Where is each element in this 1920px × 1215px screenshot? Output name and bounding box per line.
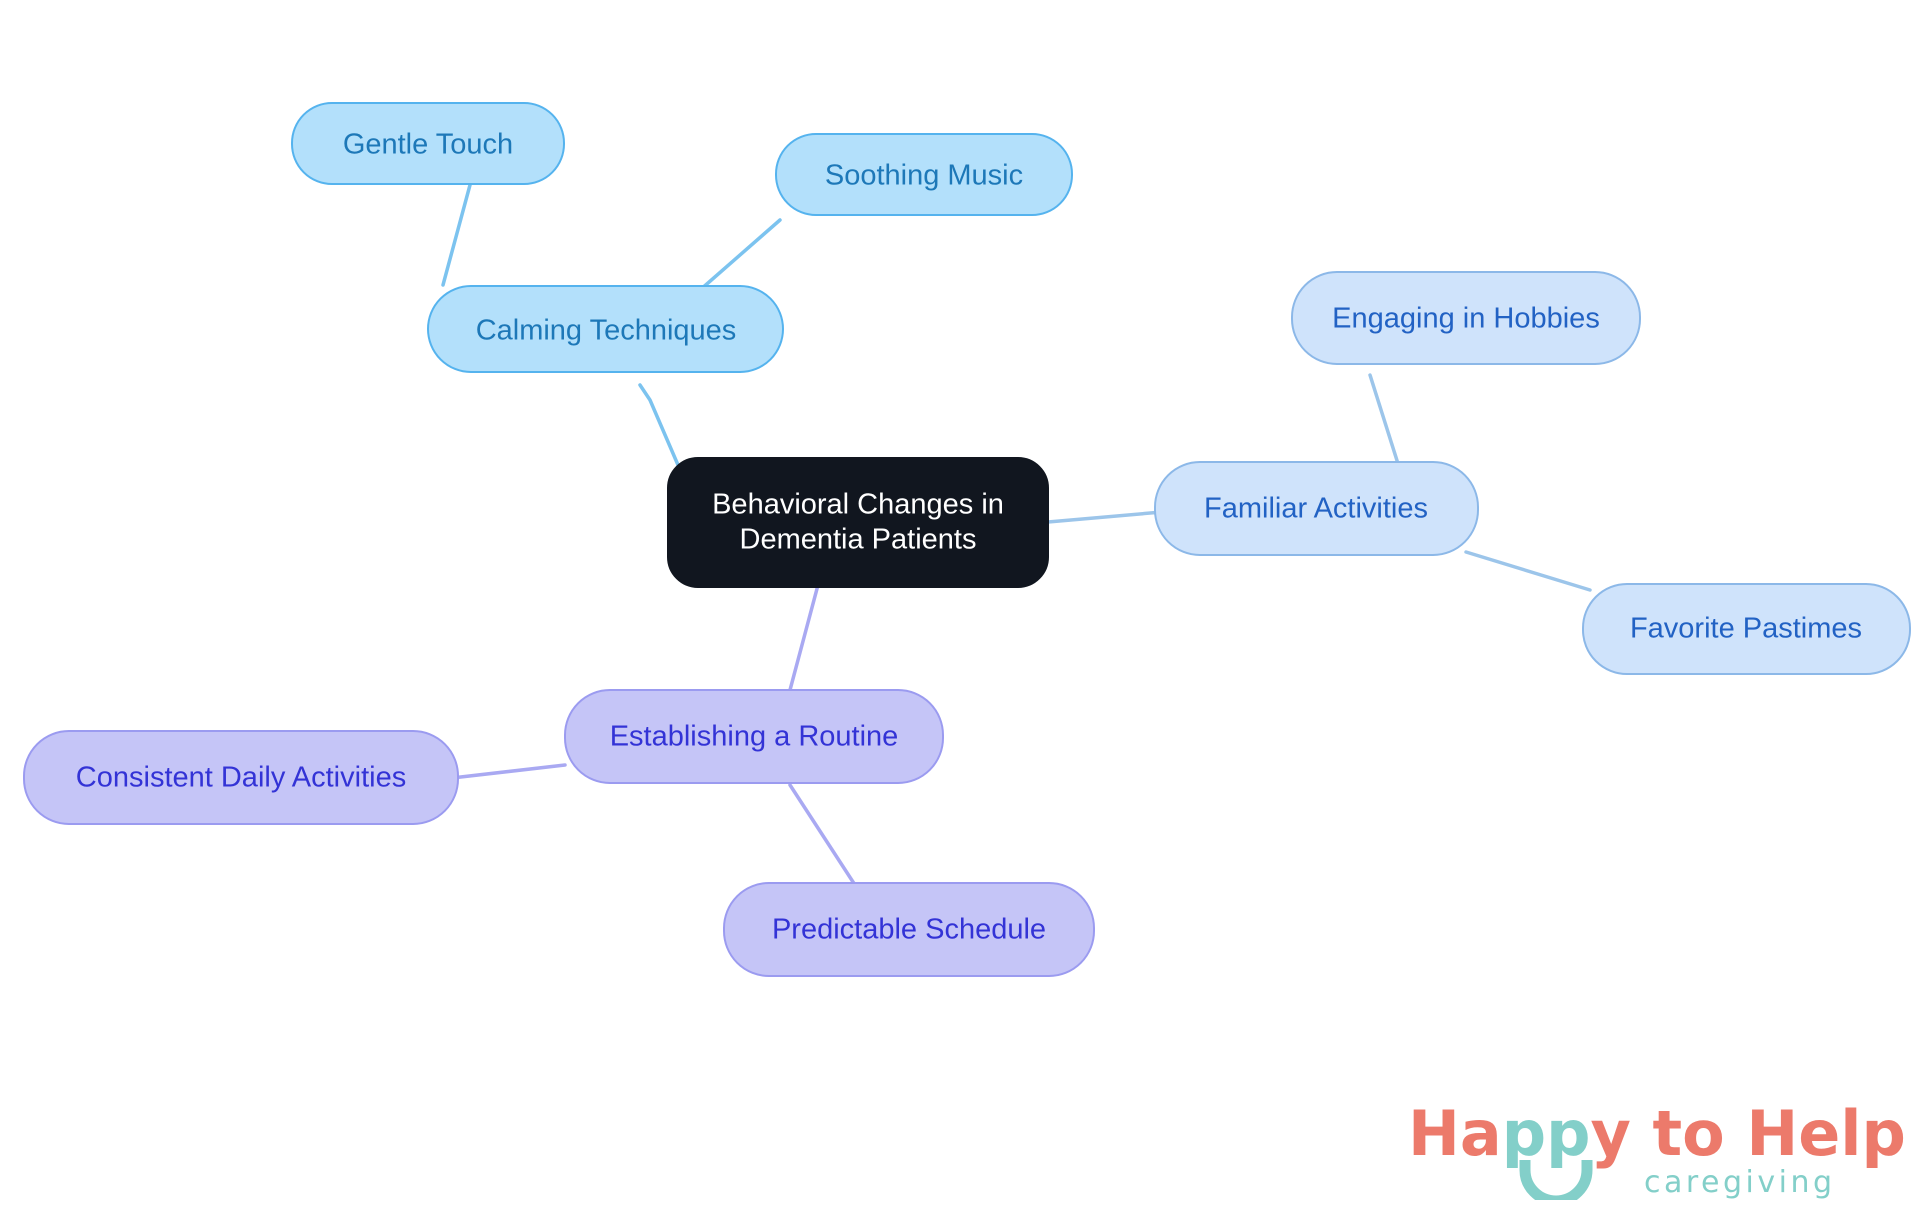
- node-favorite-pastimes-shape[interactable]: [1582, 583, 1911, 675]
- node-consistent-daily-activities[interactable]: Consistent Daily Activities: [23, 730, 459, 825]
- node-gentle-touch[interactable]: Gentle Touch: [291, 102, 565, 185]
- edge-root-to-calming: [638, 383, 680, 467]
- node-calming-techniques-label: Calming Techniques: [476, 315, 737, 347]
- logo-text-y: y: [1590, 1097, 1653, 1170]
- logo-tagline: caregiving: [1644, 1165, 1836, 1200]
- edge-routine-to-consistent-daily: [450, 763, 567, 780]
- node-predictable-schedule-label: Predictable Schedule: [772, 914, 1046, 946]
- logo-text-pp: pp: [1501, 1097, 1591, 1170]
- node-engaging-in-hobbies-shape[interactable]: [1291, 271, 1641, 365]
- edge-root-to-routine: [788, 583, 820, 692]
- node-establishing-a-routine-shape[interactable]: [564, 689, 944, 784]
- edge-calming-to-gentle-touch: [441, 183, 472, 287]
- edge-group: [441, 183, 1592, 887]
- node-familiar-activities-shape[interactable]: [1154, 461, 1479, 556]
- node-gentle-touch-label: Gentle Touch: [343, 129, 513, 161]
- node-root-label-line2: Dementia Patients: [740, 524, 977, 556]
- edge-familiar-to-engaging-hobbies: [1368, 373, 1402, 472]
- node-predictable-schedule-shape[interactable]: [723, 882, 1095, 977]
- edge-calming-to-soothing-music: [698, 218, 782, 292]
- node-establishing-a-routine[interactable]: Establishing a Routine: [564, 689, 944, 784]
- node-favorite-pastimes-label: Favorite Pastimes: [1630, 613, 1862, 645]
- node-root-shape[interactable]: [667, 457, 1049, 588]
- node-soothing-music[interactable]: Soothing Music: [775, 133, 1073, 216]
- logo-text-to-help: to Help: [1652, 1097, 1906, 1170]
- node-consistent-daily-activities-label: Consistent Daily Activities: [76, 762, 406, 794]
- node-soothing-music-label: Soothing Music: [825, 160, 1023, 192]
- node-favorite-pastimes[interactable]: Favorite Pastimes: [1582, 583, 1911, 675]
- node-familiar-activities[interactable]: Familiar Activities: [1154, 461, 1479, 556]
- node-engaging-in-hobbies[interactable]: Engaging in Hobbies: [1291, 271, 1641, 365]
- node-calming-techniques[interactable]: Calming Techniques: [427, 285, 784, 373]
- node-engaging-in-hobbies-label: Engaging in Hobbies: [1332, 303, 1600, 335]
- edge-familiar-to-favorite-pastimes: [1464, 550, 1592, 592]
- node-gentle-touch-shape[interactable]: [291, 102, 565, 185]
- node-consistent-daily-activities-shape[interactable]: [23, 730, 459, 825]
- node-establishing-a-routine-label: Establishing a Routine: [610, 721, 899, 753]
- node-root-label-line1: Behavioral Changes in: [712, 489, 1004, 521]
- node-predictable-schedule[interactable]: Predictable Schedule: [723, 882, 1095, 977]
- logo-wordmark: Happy to Help: [1408, 1103, 1906, 1165]
- node-familiar-activities-label: Familiar Activities: [1204, 493, 1428, 525]
- node-root-behavioral-changes[interactable]: Behavioral Changes in Dementia Patients: [667, 457, 1049, 588]
- node-soothing-music-shape[interactable]: [775, 133, 1073, 216]
- logo-text-ha: Ha: [1408, 1097, 1502, 1170]
- smile-icon: [1519, 1160, 1593, 1200]
- edge-root-to-familiar: [1046, 510, 1164, 524]
- brand-logo: Happy to Help caregiving: [1408, 1103, 1906, 1203]
- edge-routine-to-predictable-schedule: [788, 783, 857, 887]
- node-calming-techniques-shape[interactable]: [427, 285, 784, 373]
